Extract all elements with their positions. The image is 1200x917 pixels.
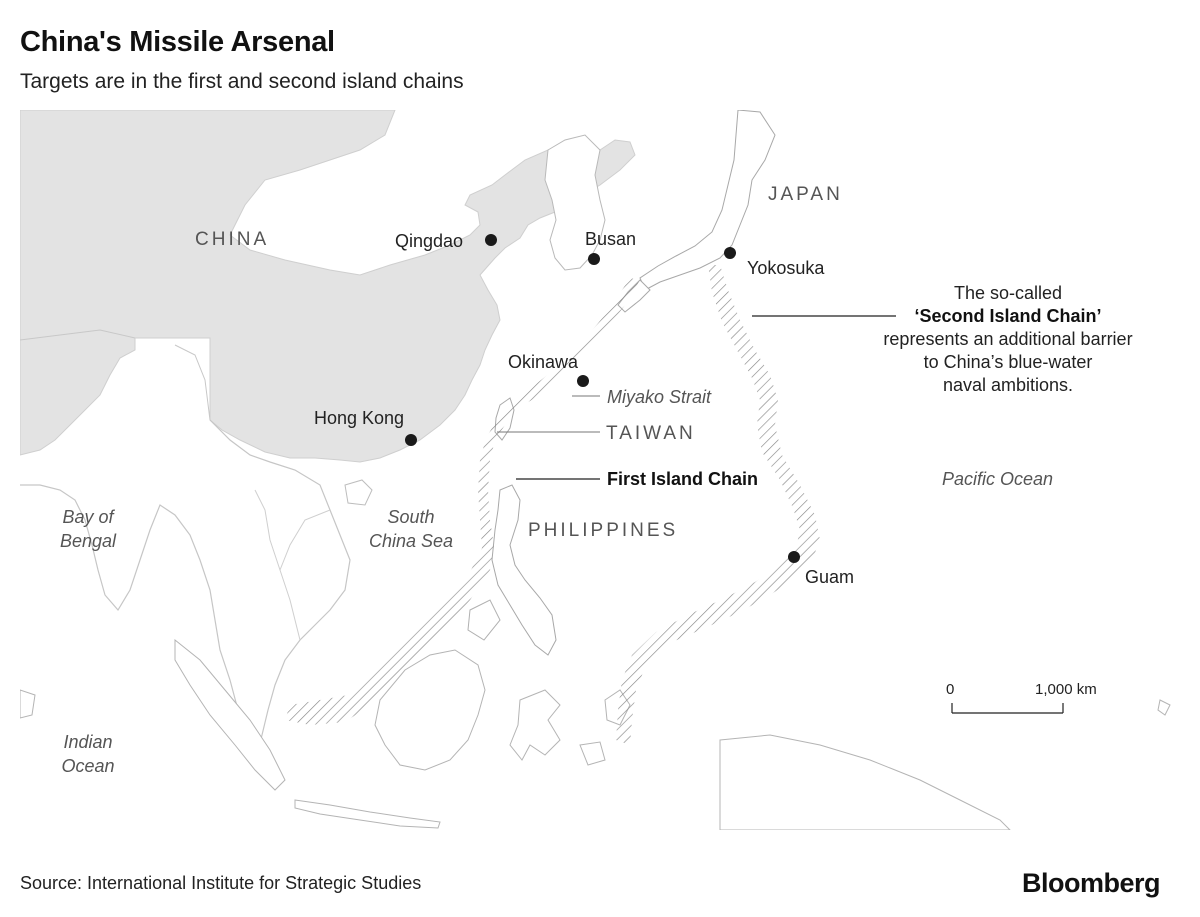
label-south-china-sea-1: South [387, 507, 434, 527]
annotation-line-3: represents an additional barrier [883, 329, 1132, 349]
source-note: Source: International Institute for Stra… [20, 873, 422, 893]
label-guam: Guam [805, 567, 854, 587]
label-first-island-chain: First Island Chain [607, 469, 758, 489]
label-qingdao: Qingdao [395, 231, 463, 251]
label-miyako-strait: Miyako Strait [607, 387, 712, 407]
scale-end-label: 1,000 km [1035, 681, 1097, 698]
scale-start-label: 0 [946, 681, 954, 698]
page-subtitle: Targets are in the first and second isla… [20, 70, 464, 93]
label-south-china-sea-2: China Sea [369, 531, 453, 551]
label-bay-of-bengal-2: Bengal [60, 531, 117, 551]
korea-landmass [544, 134, 606, 271]
borneo-landmass [374, 649, 486, 771]
marker-yokosuka [724, 247, 736, 259]
marker-qingdao [485, 234, 497, 246]
label-pacific-ocean: Pacific Ocean [942, 469, 1053, 489]
label-hong-kong: Hong Kong [314, 408, 404, 428]
label-indian-ocean-2: Ocean [61, 756, 114, 776]
label-philippines: PHILIPPINES [528, 520, 678, 541]
annotation-line-5: naval ambitions. [943, 375, 1073, 395]
label-bay-of-bengal-1: Bay of [62, 507, 115, 527]
marker-okinawa [577, 375, 589, 387]
marker-hong-kong [405, 434, 417, 446]
scale-bar: 0 1,000 km [946, 681, 1097, 714]
annotation-line-4: to China’s blue-water [924, 352, 1093, 372]
southeast-asia-landmass [20, 419, 351, 762]
annotation-line-1: The so-called [954, 283, 1062, 303]
label-china: CHINA [195, 229, 269, 250]
label-okinawa: Okinawa [508, 352, 579, 372]
japan-landmass [639, 110, 776, 291]
bloomberg-logo: Bloomberg [1022, 868, 1161, 898]
philippines-landmass [491, 484, 557, 656]
label-busan: Busan [585, 229, 636, 249]
marker-guam [788, 551, 800, 563]
label-yokosuka: Yokosuka [747, 258, 825, 278]
label-indian-ocean-1: Indian [63, 732, 112, 752]
label-taiwan: TAIWAN [606, 423, 696, 444]
second-island-chain [616, 265, 820, 745]
page-title: China's Missile Arsenal [20, 26, 335, 58]
marker-busan [588, 253, 600, 265]
label-japan: JAPAN [768, 184, 843, 205]
annotation-line-2: ‘Second Island Chain’ [914, 306, 1101, 326]
first-island-chain [285, 278, 640, 725]
